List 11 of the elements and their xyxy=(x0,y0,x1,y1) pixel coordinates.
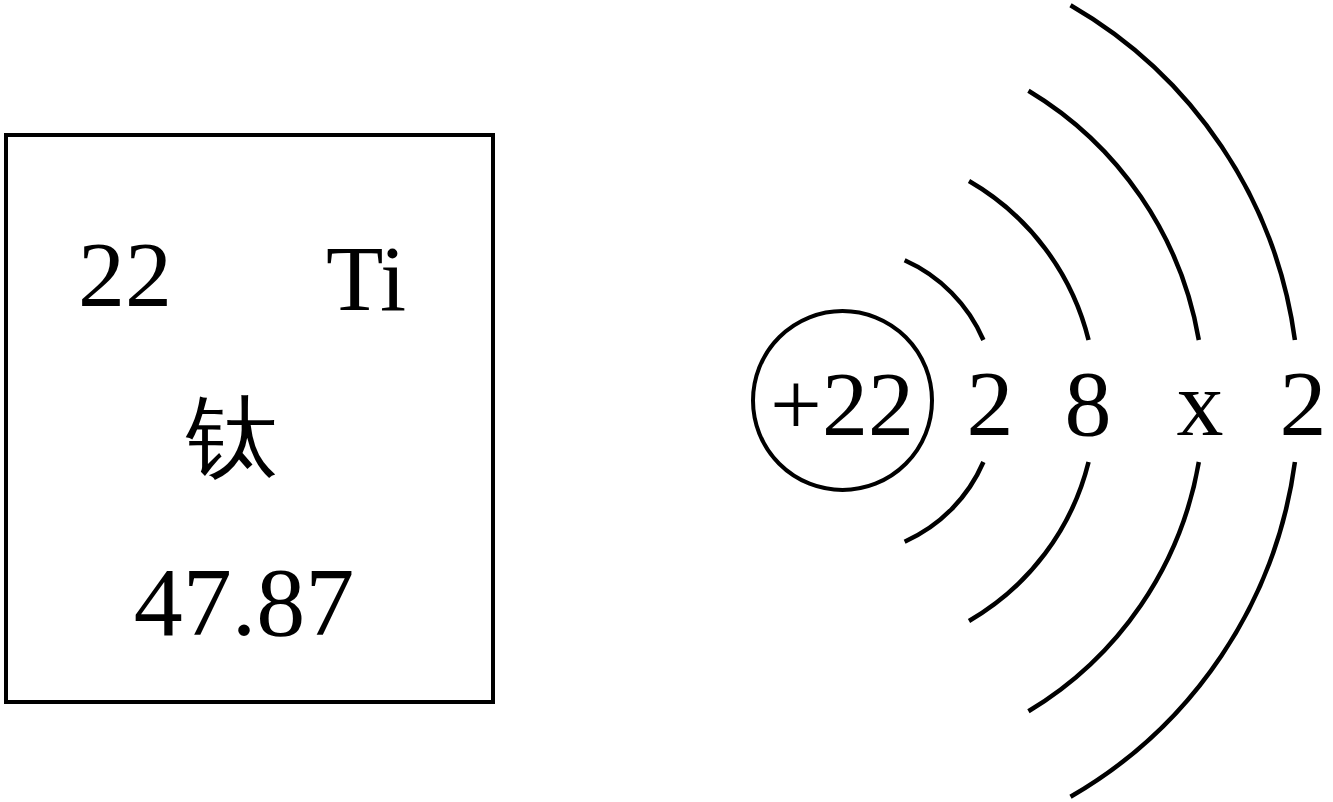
electron-count: 2 xyxy=(966,356,1014,450)
electron-count: x xyxy=(1176,356,1224,450)
nucleus-circle xyxy=(751,309,934,492)
atomic-number: 22 xyxy=(78,227,172,321)
element-name: 钛 xyxy=(186,392,278,484)
atomic-mass: 47.87 xyxy=(133,553,355,651)
nuclear-charge: +22 xyxy=(770,358,914,450)
electron-count: 8 xyxy=(1064,356,1112,450)
electron-count: 2 xyxy=(1279,356,1327,450)
element-symbol: Ti xyxy=(325,231,407,325)
element-card xyxy=(4,133,495,704)
